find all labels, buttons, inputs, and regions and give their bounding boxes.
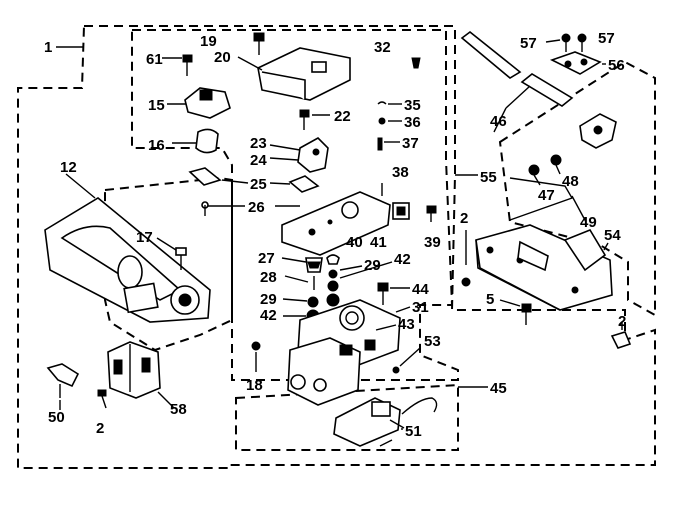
cap-part-16	[172, 128, 219, 154]
callout-37: 37	[402, 135, 419, 152]
leader-46	[493, 107, 507, 133]
callout-12: 12	[60, 159, 77, 176]
callout-47: 47	[538, 187, 555, 204]
callout-31: 31	[412, 299, 429, 316]
callout-20: 20	[214, 49, 231, 66]
callout-44: 44	[412, 281, 429, 298]
knob-part-27	[281, 257, 323, 273]
screw-part-18	[251, 341, 261, 372]
screw-part-61	[162, 54, 193, 76]
screw-part-22	[299, 109, 330, 130]
screw-part-39	[426, 205, 437, 222]
callout-2: 2	[460, 210, 468, 227]
callout-27: 27	[258, 250, 275, 267]
callout-28: 28	[260, 269, 277, 286]
callout-42: 42	[394, 251, 411, 268]
screw-part-2-bottom	[97, 389, 107, 409]
callout-26: 26	[248, 199, 265, 216]
callout-48: 48	[562, 173, 579, 190]
bracket-part-49-55	[455, 174, 574, 221]
callout-58: 58	[170, 401, 187, 418]
clip-part-38	[392, 202, 410, 220]
callout-19: 19	[200, 33, 217, 50]
callout-2: 2	[618, 313, 626, 330]
bracket-part-58	[107, 341, 161, 399]
screw-part-17	[156, 237, 187, 270]
callout-36: 36	[404, 114, 421, 131]
callout-57: 57	[598, 30, 615, 47]
valve-part-15	[167, 87, 231, 119]
callout-41: 41	[370, 234, 387, 251]
callout-56: 56	[608, 57, 625, 74]
callout-17: 17	[136, 229, 153, 246]
screws-part-57	[545, 33, 587, 52]
pin-part-50	[46, 363, 80, 398]
callout-38: 38	[392, 164, 409, 181]
pin-part-28	[284, 275, 315, 290]
igniter-part	[579, 113, 617, 149]
callout-61: 61	[146, 51, 163, 68]
plate-part-25	[188, 167, 320, 193]
screw-part-2-far-right	[610, 322, 632, 349]
valve-group-boundary	[131, 29, 459, 381]
callout-29: 29	[364, 257, 381, 274]
callout-25: 25	[250, 176, 267, 193]
callout-42: 42	[260, 307, 277, 324]
leader-58	[157, 391, 175, 409]
callout-15: 15	[148, 97, 165, 114]
pin-part-37	[377, 137, 400, 151]
thermocouple-boundary	[235, 383, 459, 451]
pilot-boundary	[104, 176, 233, 352]
screw-part-53	[392, 347, 421, 374]
bracket-boundary	[498, 60, 656, 317]
tube-part-46	[460, 30, 574, 109]
callout-50: 50	[48, 409, 65, 426]
callout-55: 55	[480, 169, 497, 186]
bracket-part-54	[475, 224, 613, 311]
callout-35: 35	[404, 97, 421, 114]
leader-51	[389, 419, 405, 429]
screw-part-19	[253, 32, 265, 55]
callout-23: 23	[250, 135, 267, 152]
callout-2: 2	[96, 420, 104, 437]
callout-32: 32	[374, 39, 391, 56]
callout-57: 57	[520, 35, 537, 52]
assembly-boundary	[17, 25, 656, 469]
callout-53: 53	[424, 333, 441, 350]
callout-24: 24	[250, 152, 267, 169]
bracket-part-56	[549, 51, 606, 75]
callout-1: 1	[44, 39, 52, 56]
callout-45: 45	[490, 380, 507, 397]
leader-49	[571, 195, 587, 223]
callout-labels: 1 2 2 2 5 12 15 16 17 18 19 20 22 23 24 …	[44, 30, 626, 440]
callout-29: 29	[260, 291, 277, 308]
callout-18: 18	[246, 377, 263, 394]
pin-part-26	[201, 201, 300, 216]
callout-51: 51	[405, 423, 422, 440]
callout-5: 5	[486, 291, 494, 308]
callout-16: 16	[148, 137, 165, 154]
screw-part-44	[377, 282, 410, 305]
nuts-part-47-48	[528, 154, 562, 186]
valve-plate	[281, 183, 391, 256]
valve-body-part-31-43	[287, 299, 411, 406]
bracket-part-23-24	[269, 137, 329, 173]
callout-22: 22	[334, 108, 351, 125]
solenoid-part-20	[237, 47, 351, 101]
callout-54: 54	[604, 227, 621, 244]
washers-part-35-36	[377, 101, 402, 125]
callout-39: 39	[424, 234, 441, 251]
washers-part-40-41-29-42-right	[326, 254, 393, 307]
callout-46: 46	[490, 113, 507, 130]
pilot-burner-part-12	[44, 173, 211, 323]
callout-43: 43	[398, 316, 415, 333]
thermocouple-part-45	[333, 397, 438, 447]
screw-part-5	[499, 299, 532, 325]
screw-part-32	[411, 57, 421, 69]
screw-part-2-right	[461, 230, 471, 287]
callout-40: 40	[346, 234, 363, 251]
